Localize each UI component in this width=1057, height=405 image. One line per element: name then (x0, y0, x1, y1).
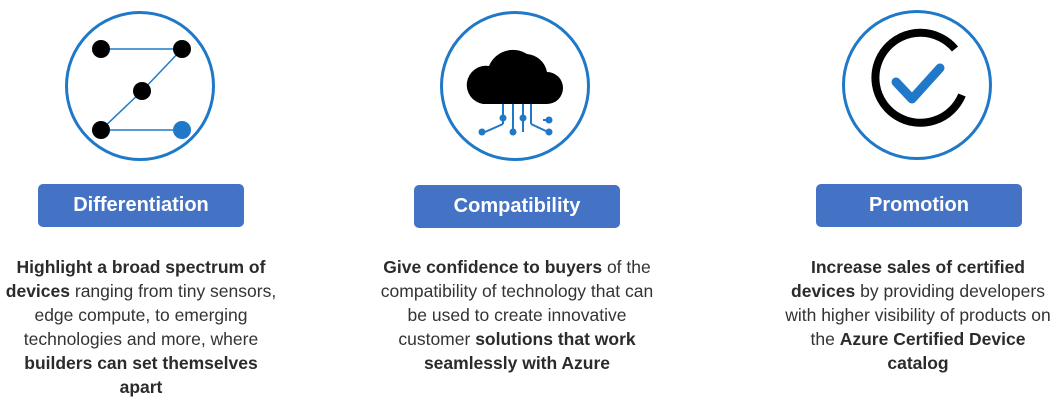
desc-text: ranging from tiny sensors, edge compute,… (23, 281, 277, 349)
desc-bold: Highlight a broad spectrum of devices (5, 257, 266, 301)
differentiation-icon-circle (65, 11, 215, 161)
network-z-icon (92, 40, 191, 139)
desc-text: by providing developers with higher visi… (785, 281, 1051, 349)
desc-bold: Increase sales of certified devices (791, 257, 1025, 301)
compatibility-badge: Compatibility (414, 185, 620, 228)
promotion-badge: Promotion (816, 184, 1022, 227)
differentiation-badge: Differentiation (38, 184, 244, 227)
compatibility-description: Give confidence to buyers of the compati… (380, 255, 654, 375)
desc-text: of the compatibility of technology that … (380, 257, 654, 349)
compatibility-icon-circle (440, 11, 590, 161)
checkmark-icon (871, 28, 966, 127)
cloud-connect-icon (466, 49, 563, 136)
differentiation-description: Highlight a broad spectrum of devices ra… (4, 255, 278, 399)
desc-bold: builders can set themselves apart (24, 353, 258, 397)
desc-bold: Azure Certified Device catalog (839, 329, 1026, 373)
desc-bold: Give confidence to buyers (383, 257, 603, 277)
desc-bold: solutions that work seamlessly with Azur… (423, 329, 636, 373)
promotion-description: Increase sales of certified devices by p… (781, 255, 1055, 375)
promotion-icon-circle (842, 10, 992, 160)
